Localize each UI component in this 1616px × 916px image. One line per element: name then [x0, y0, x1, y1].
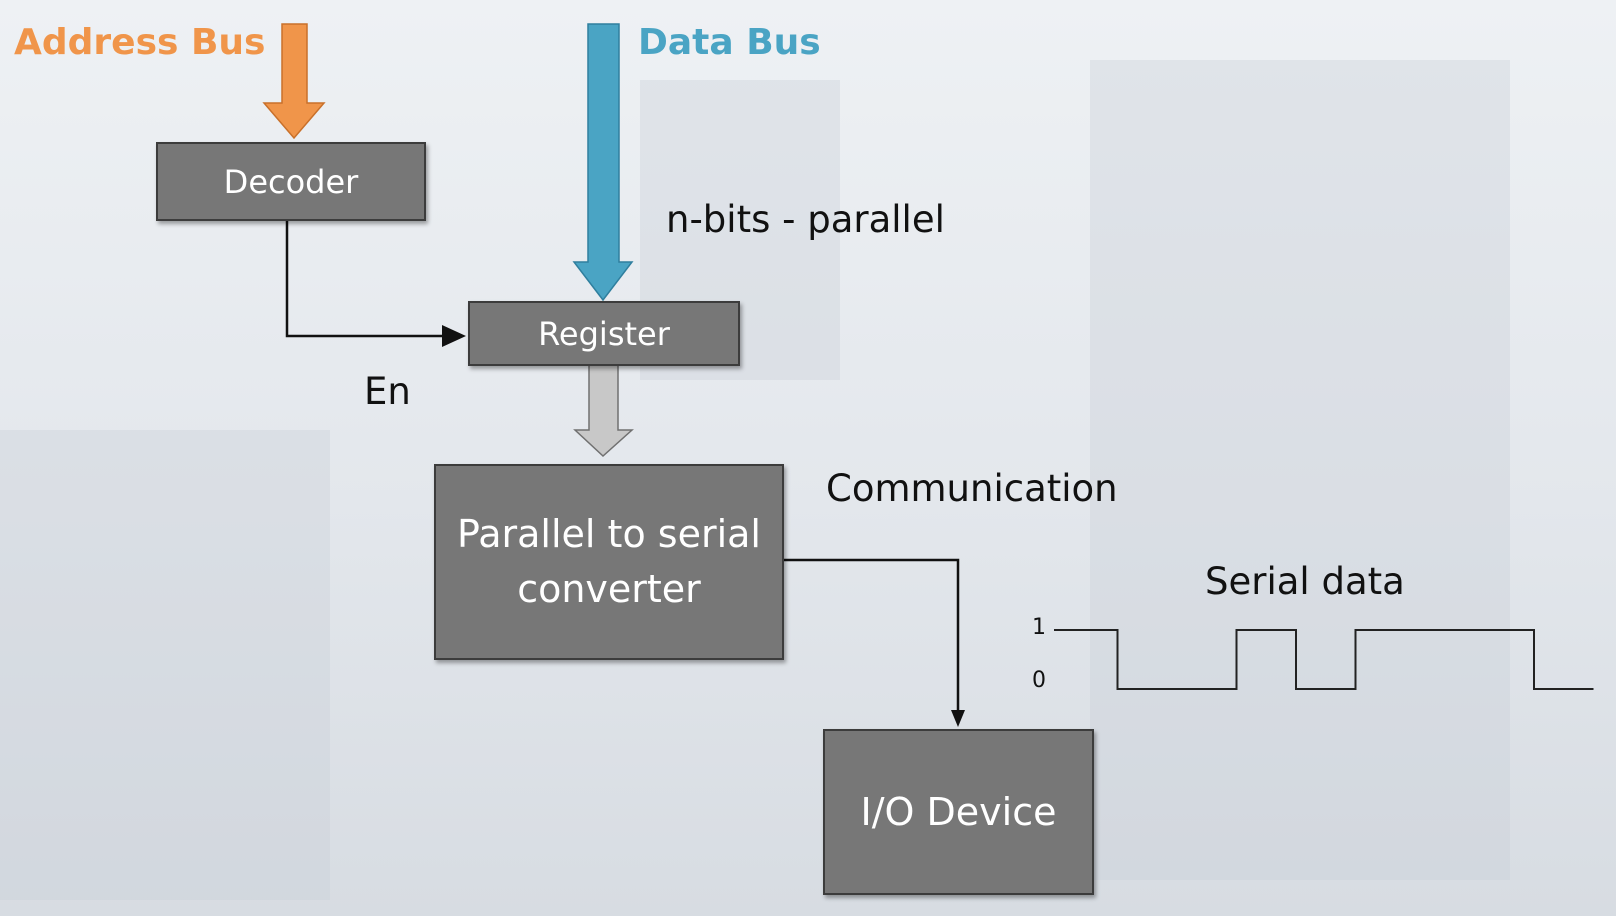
converter-label-line1: Parallel to serial	[457, 511, 761, 556]
background-panel	[1090, 60, 1510, 880]
address-bus-arrow	[262, 23, 326, 140]
register-output-arrow	[573, 364, 634, 458]
address-bus-label: Address Bus	[14, 22, 266, 63]
level-0-label: 0	[1032, 668, 1046, 693]
enable-arrowhead	[442, 325, 466, 347]
communication-line	[781, 558, 960, 712]
communication-arrowhead	[951, 710, 965, 727]
background-panel	[0, 430, 330, 900]
level-1-label: 1	[1032, 615, 1046, 640]
decoder-label: Decoder	[223, 162, 359, 201]
io-device-block: I/O Device	[823, 729, 1094, 895]
register-label: Register	[538, 314, 670, 353]
data-bus-label: Data Bus	[638, 22, 821, 63]
communication-label: Communication	[826, 467, 1118, 510]
register-block: Register	[468, 301, 740, 366]
serial-waveform	[1054, 629, 1594, 690]
enable-label: En	[364, 370, 411, 413]
converter-block: Parallel to serial converter	[434, 464, 784, 660]
n-bits-parallel-label: n-bits - parallel	[666, 198, 945, 241]
converter-label-line2: converter	[517, 567, 701, 611]
serial-data-label: Serial data	[1205, 560, 1405, 603]
io-device-label: I/O Device	[860, 790, 1057, 834]
data-bus-arrow	[572, 23, 634, 302]
enable-line	[285, 218, 446, 338]
decoder-block: Decoder	[156, 142, 426, 221]
waveform-line	[1058, 629, 1594, 690]
